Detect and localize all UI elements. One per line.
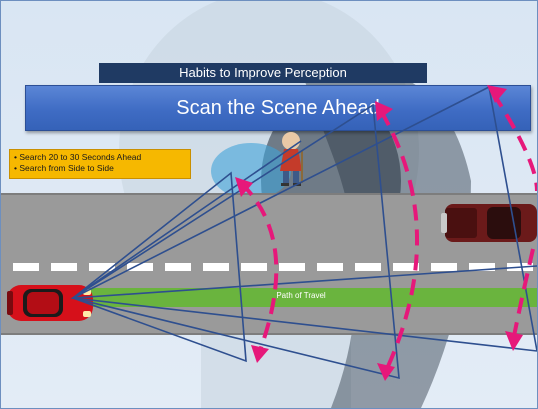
red-car-icon [7, 285, 93, 321]
pickup-truck-icon [441, 204, 537, 242]
pedestrian-icon [280, 132, 303, 186]
